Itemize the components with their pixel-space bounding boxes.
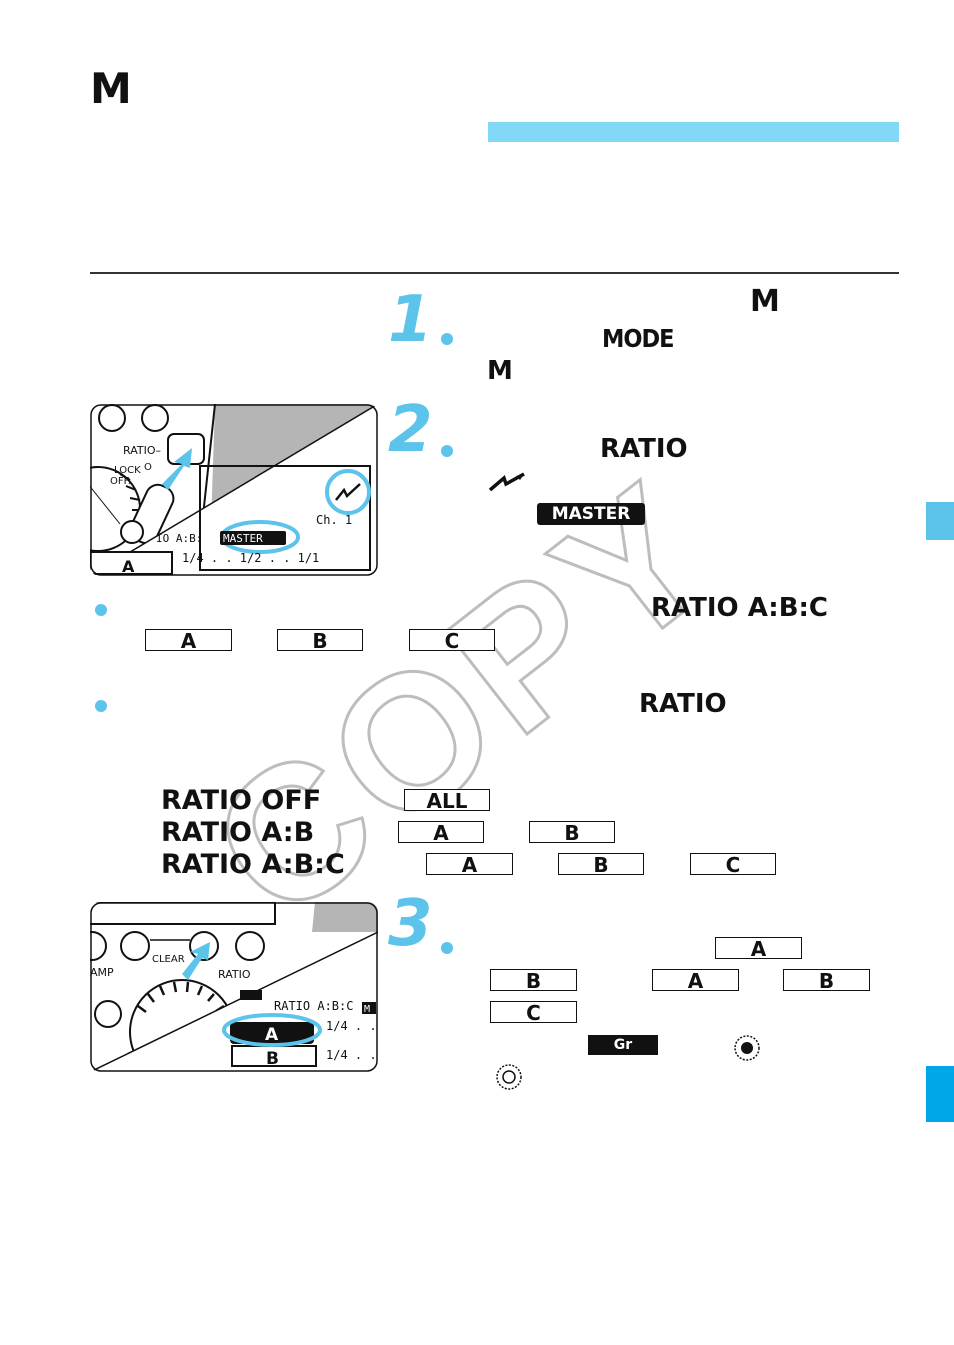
ratio-abc-label: RATIO A:B:C (651, 593, 828, 623)
step-3-bullet (441, 942, 453, 954)
ratio-note-bullet (95, 700, 107, 712)
step-3-box-b2: B (783, 969, 870, 992)
illus1-off: OFF. (110, 476, 131, 487)
illus1-ratio-btn: RATIO– (123, 444, 161, 457)
illus2-lcd-m: M (364, 1004, 370, 1015)
ratio-ab-label: RATIO A:B (161, 817, 315, 848)
step-2-number: 2 (388, 393, 433, 467)
section-divider (90, 272, 899, 274)
ratio-note-label: RATIO (639, 689, 727, 719)
ratio-abc-bullet (95, 604, 107, 616)
gr-badge: Gr (588, 1035, 658, 1055)
ratio-abc-box-c: C (409, 629, 495, 652)
step-1-mode-letter: M (750, 284, 780, 319)
illus2-lcd-a: A (265, 1025, 279, 1045)
ratio-abc-row-box-b: B (558, 853, 644, 876)
illus2-lcd-frac1: 1/4 . . (326, 1019, 377, 1033)
ratio-off-box-all: ALL (404, 789, 490, 812)
illus1-lock: LOCK (114, 465, 141, 476)
select-dial-icon (496, 1064, 522, 1090)
step-1-m: M (487, 356, 513, 386)
flash-illustration-1: RATIO– LOCK OFF. O IO A:B: MASTER 1/4 . … (90, 404, 378, 576)
illus1-lcd-ratio: IO A:B: (156, 532, 202, 545)
step-3-number: 3 (388, 887, 433, 961)
master-badge: MASTER (537, 503, 645, 525)
step-2-ratio-label: RATIO (600, 434, 688, 464)
illus1-lcd-master: MASTER (223, 532, 263, 545)
ratio-ab-box-a: A (398, 821, 484, 844)
step-3-box-a2: A (652, 969, 739, 992)
wireless-flash-icon (488, 472, 525, 492)
step-1-number: 1 (388, 283, 433, 357)
flash-illustration-2: CLEAR AMP RATIO RATIO A:B:C M A B 1/4 . … (90, 902, 378, 1072)
step-3-box-b1: B (490, 969, 577, 992)
ratio-abc-box-b: B (277, 629, 363, 652)
illus2-ratio: RATIO (218, 968, 251, 981)
master-badge-text: MASTER (551, 504, 631, 524)
illus2-lamp: AMP (90, 966, 114, 979)
illus1-on: O (144, 462, 152, 473)
step-1-mode-label: MODE (602, 324, 675, 353)
step-3-box-a: A (715, 937, 802, 960)
side-tab-lower (926, 1066, 954, 1122)
ratio-abc-row-label: RATIO A:B:C (161, 849, 345, 880)
illus2-clear: CLEAR (152, 954, 185, 965)
step-1-bullet (441, 333, 453, 345)
step-3-box-c: C (490, 1001, 577, 1024)
ratio-off-label: RATIO OFF (161, 785, 322, 816)
ratio-abc-row-box-a: A (426, 853, 513, 876)
ratio-ab-box-b: B (529, 821, 615, 844)
illus2-lcd-ratio: RATIO A:B:C (274, 999, 353, 1013)
illus1-lcd-ch: Ch. 1 (316, 513, 352, 527)
step-2-bullet (441, 445, 453, 457)
ratio-abc-box-a: A (145, 629, 232, 652)
page-title: M (90, 64, 132, 113)
side-tab-upper (926, 502, 954, 540)
illus1-lcd-a: A (122, 557, 135, 576)
illus2-lcd-frac2: 1/4 . . (326, 1048, 377, 1062)
ratio-abc-row-box-c: C (690, 853, 776, 876)
set-button-icon (734, 1035, 760, 1061)
illus1-lcd-frac: 1/4 . . 1/2 . . 1/1 (182, 551, 319, 565)
illus2-lcd-b: B (266, 1049, 279, 1069)
gr-badge-text: Gr (613, 1037, 633, 1053)
title-bar (488, 122, 899, 142)
